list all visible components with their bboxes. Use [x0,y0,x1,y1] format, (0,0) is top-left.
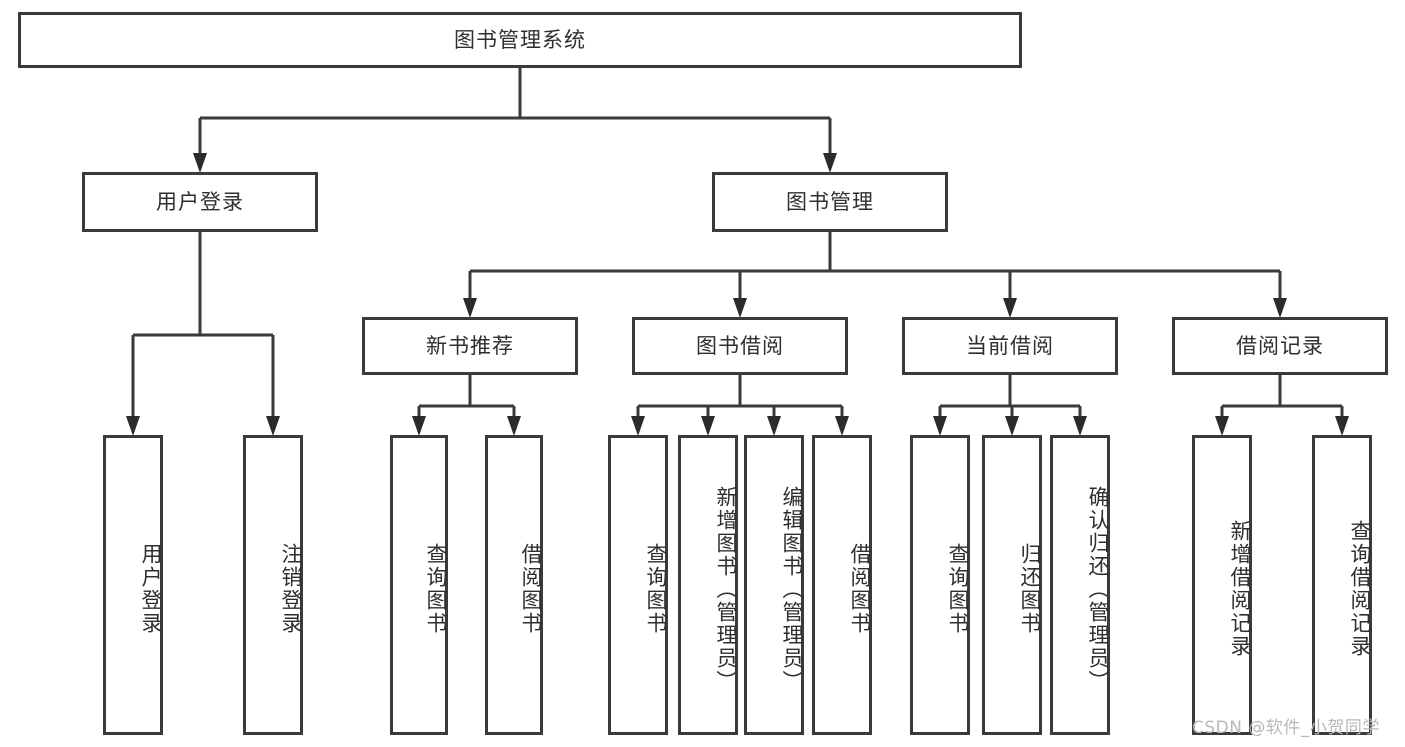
node-box-root[interactable] [18,12,1022,68]
arrow-head-icon [1335,416,1349,436]
arrow-head-icon [733,298,747,318]
node-box-leaf-return-book[interactable] [982,435,1042,735]
node-box-borrow-record[interactable] [1172,317,1388,375]
node-box-leaf-query-book-bor[interactable] [608,435,668,735]
arrow-head-icon [1215,416,1229,436]
arrow-head-icon [193,153,207,173]
connector-currentborrow-to-leaves [933,375,1087,436]
arrow-head-icon [1273,298,1287,318]
arrow-head-icon [126,416,140,436]
node-box-leaf-user-logout[interactable] [243,435,303,735]
arrow-head-icon [1003,298,1017,318]
connector-root-to-level2 [193,68,837,173]
node-box-book-manage[interactable] [712,172,948,232]
node-box-leaf-query-book-cur[interactable] [910,435,970,735]
arrow-head-icon [823,153,837,173]
connector-userlogin-to-leaves [126,232,280,436]
node-box-leaf-query-book-rec[interactable] [390,435,448,735]
node-box-leaf-add-book[interactable] [678,435,738,735]
node-box-leaf-confirm-return[interactable] [1050,435,1110,735]
arrow-head-icon [412,416,426,436]
node-box-user-login[interactable] [82,172,318,232]
arrow-head-icon [835,416,849,436]
connector-layer [126,68,1349,436]
node-box-new-book-recommend[interactable] [362,317,578,375]
arrow-head-icon [933,416,947,436]
box-layer [18,12,1388,735]
arrow-head-icon [1005,416,1019,436]
node-box-current-borrow[interactable] [902,317,1118,375]
arrow-head-icon [631,416,645,436]
arrow-head-icon [767,416,781,436]
node-box-leaf-add-record[interactable] [1192,435,1252,735]
node-box-book-borrow[interactable] [632,317,848,375]
node-box-leaf-user-login[interactable] [103,435,163,735]
connector-newbook-to-leaves [412,375,521,436]
arrow-head-icon [507,416,521,436]
arrow-head-icon [463,298,477,318]
connector-borrowrecord-to-leaves [1215,375,1349,436]
arrow-head-icon [1073,416,1087,436]
node-box-leaf-borrow-book-rec[interactable] [485,435,543,735]
node-box-leaf-edit-book[interactable] [744,435,804,735]
connector-bookborrow-to-leaves [631,375,849,436]
arrow-head-icon [701,416,715,436]
node-box-leaf-query-record[interactable] [1312,435,1372,735]
node-box-leaf-borrow-book-bor[interactable] [812,435,872,735]
arrow-head-icon [266,416,280,436]
connector-bookmanage-to-level3 [463,232,1287,318]
watermark-credit: CSDN @软件_小贺同学 [1192,718,1380,738]
